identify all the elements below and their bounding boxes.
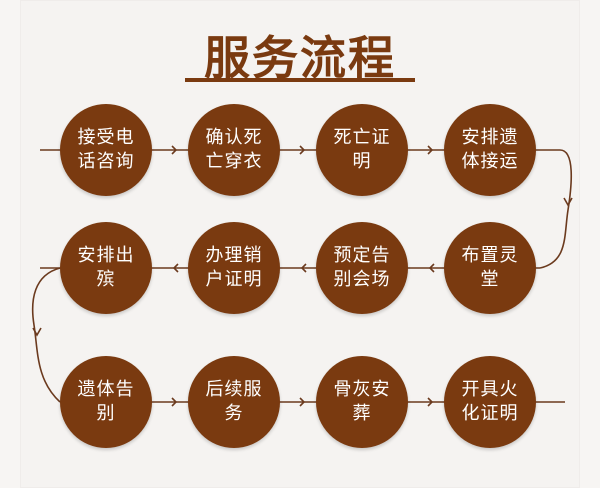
arrow-down-icon [32,327,42,337]
step-label: 遗体告别 [77,379,135,424]
step-label: 安排遗体接运 [461,127,519,172]
step-circle: 安排遗体接运 [444,104,536,196]
arrow-left-icon [428,263,435,273]
step-circle: 开具火化证明 [444,356,536,448]
step-label: 确认死亡穿衣 [205,127,263,172]
arrow-right-icon [299,145,306,155]
arrow-left-icon [172,263,179,273]
arrow-right-icon [171,397,178,407]
arrow-right-icon [427,397,434,407]
step-circle: 后续服务 [188,356,280,448]
step-circle: 确认死亡穿衣 [188,104,280,196]
step-label: 安排出殡 [77,245,135,290]
step-label: 开具火化证明 [461,379,519,424]
step-circle: 安排出殡 [60,222,152,314]
arrow-right-icon [299,397,306,407]
step-circle: 办理销户证明 [188,222,280,314]
arrow-right-icon [171,145,178,155]
curve-right [539,149,573,269]
page-title: 服务流程 [204,31,396,85]
step-label: 骨灰安葬 [333,379,391,424]
step-label: 办理销户证明 [205,245,263,290]
step-label: 后续服务 [205,379,263,424]
arrow-left-icon [300,263,307,273]
title-underline [185,78,415,82]
step-circle: 死亡证明 [316,104,408,196]
step-label: 预定告别会场 [333,245,391,290]
step-circle: 预定告别会场 [316,222,408,314]
step-circle: 遗体告别 [60,356,152,448]
step-label: 布置灵堂 [461,245,519,290]
arrow-down-icon [563,197,573,207]
step-label: 接受电话咨询 [77,127,135,172]
step-circle: 接受电话咨询 [60,104,152,196]
step-circle: 骨灰安葬 [316,356,408,448]
curve-left [31,267,61,403]
arrow-right-icon [427,145,434,155]
step-circle: 布置灵堂 [444,222,536,314]
step-label: 死亡证明 [333,127,391,172]
